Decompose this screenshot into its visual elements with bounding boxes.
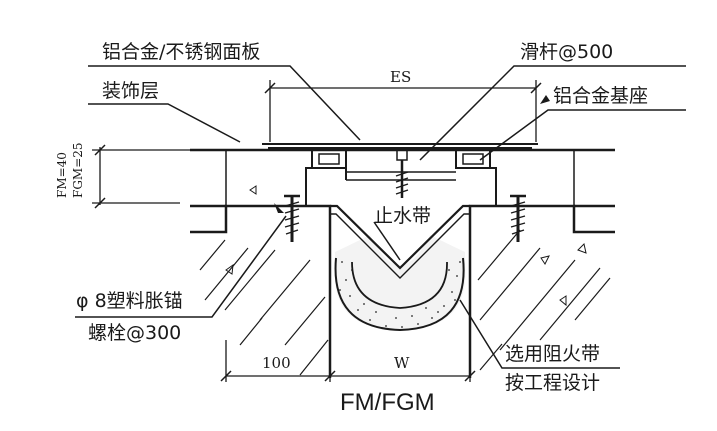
width-w-dimension: W — [394, 354, 410, 372]
anchor-bolt-left — [274, 194, 300, 242]
slide-bar-label: 滑杆@500 — [520, 41, 613, 63]
fgm-dimension: FGM=25 — [71, 142, 85, 198]
concrete-slabs — [190, 148, 615, 378]
waterstop-and-fire-belt — [330, 204, 470, 332]
decor-layer-label: 装饰层 — [102, 80, 159, 102]
waterstop-label: 止水带 — [374, 205, 431, 227]
fire-belt-label-line1: 选用阻火带 — [505, 343, 600, 365]
fm-dimension: FM=40 — [55, 152, 69, 198]
anchor-bolt-right — [510, 194, 526, 242]
width-100-dimension: 100 — [262, 354, 291, 372]
anchor-label-line1: φ 8塑料胀锚 — [76, 290, 183, 312]
fire-belt-stipple — [339, 261, 461, 328]
fire-belt-label-line2: 按工程设计 — [505, 372, 600, 394]
base-seat-label: 铝合金基座 — [553, 85, 648, 107]
diagram-caption: FM/FGM — [340, 389, 435, 416]
leader-lines — [75, 65, 686, 369]
cover-plate-assembly — [262, 143, 538, 206]
cover-plate-label: 铝合金/不锈钢面板 — [102, 41, 260, 63]
es-dimension: ES — [390, 68, 411, 86]
anchor-label-line2: 螺栓@300 — [88, 322, 181, 344]
